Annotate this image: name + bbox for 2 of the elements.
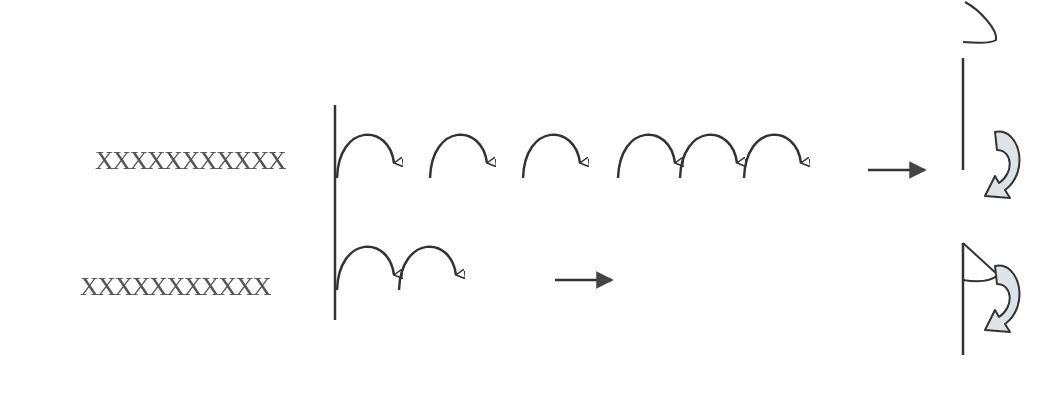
placeholder-text: XXXXXXXXXXX [95,148,286,174]
placeholder-text: XXXXXXXXXXX [80,274,271,300]
